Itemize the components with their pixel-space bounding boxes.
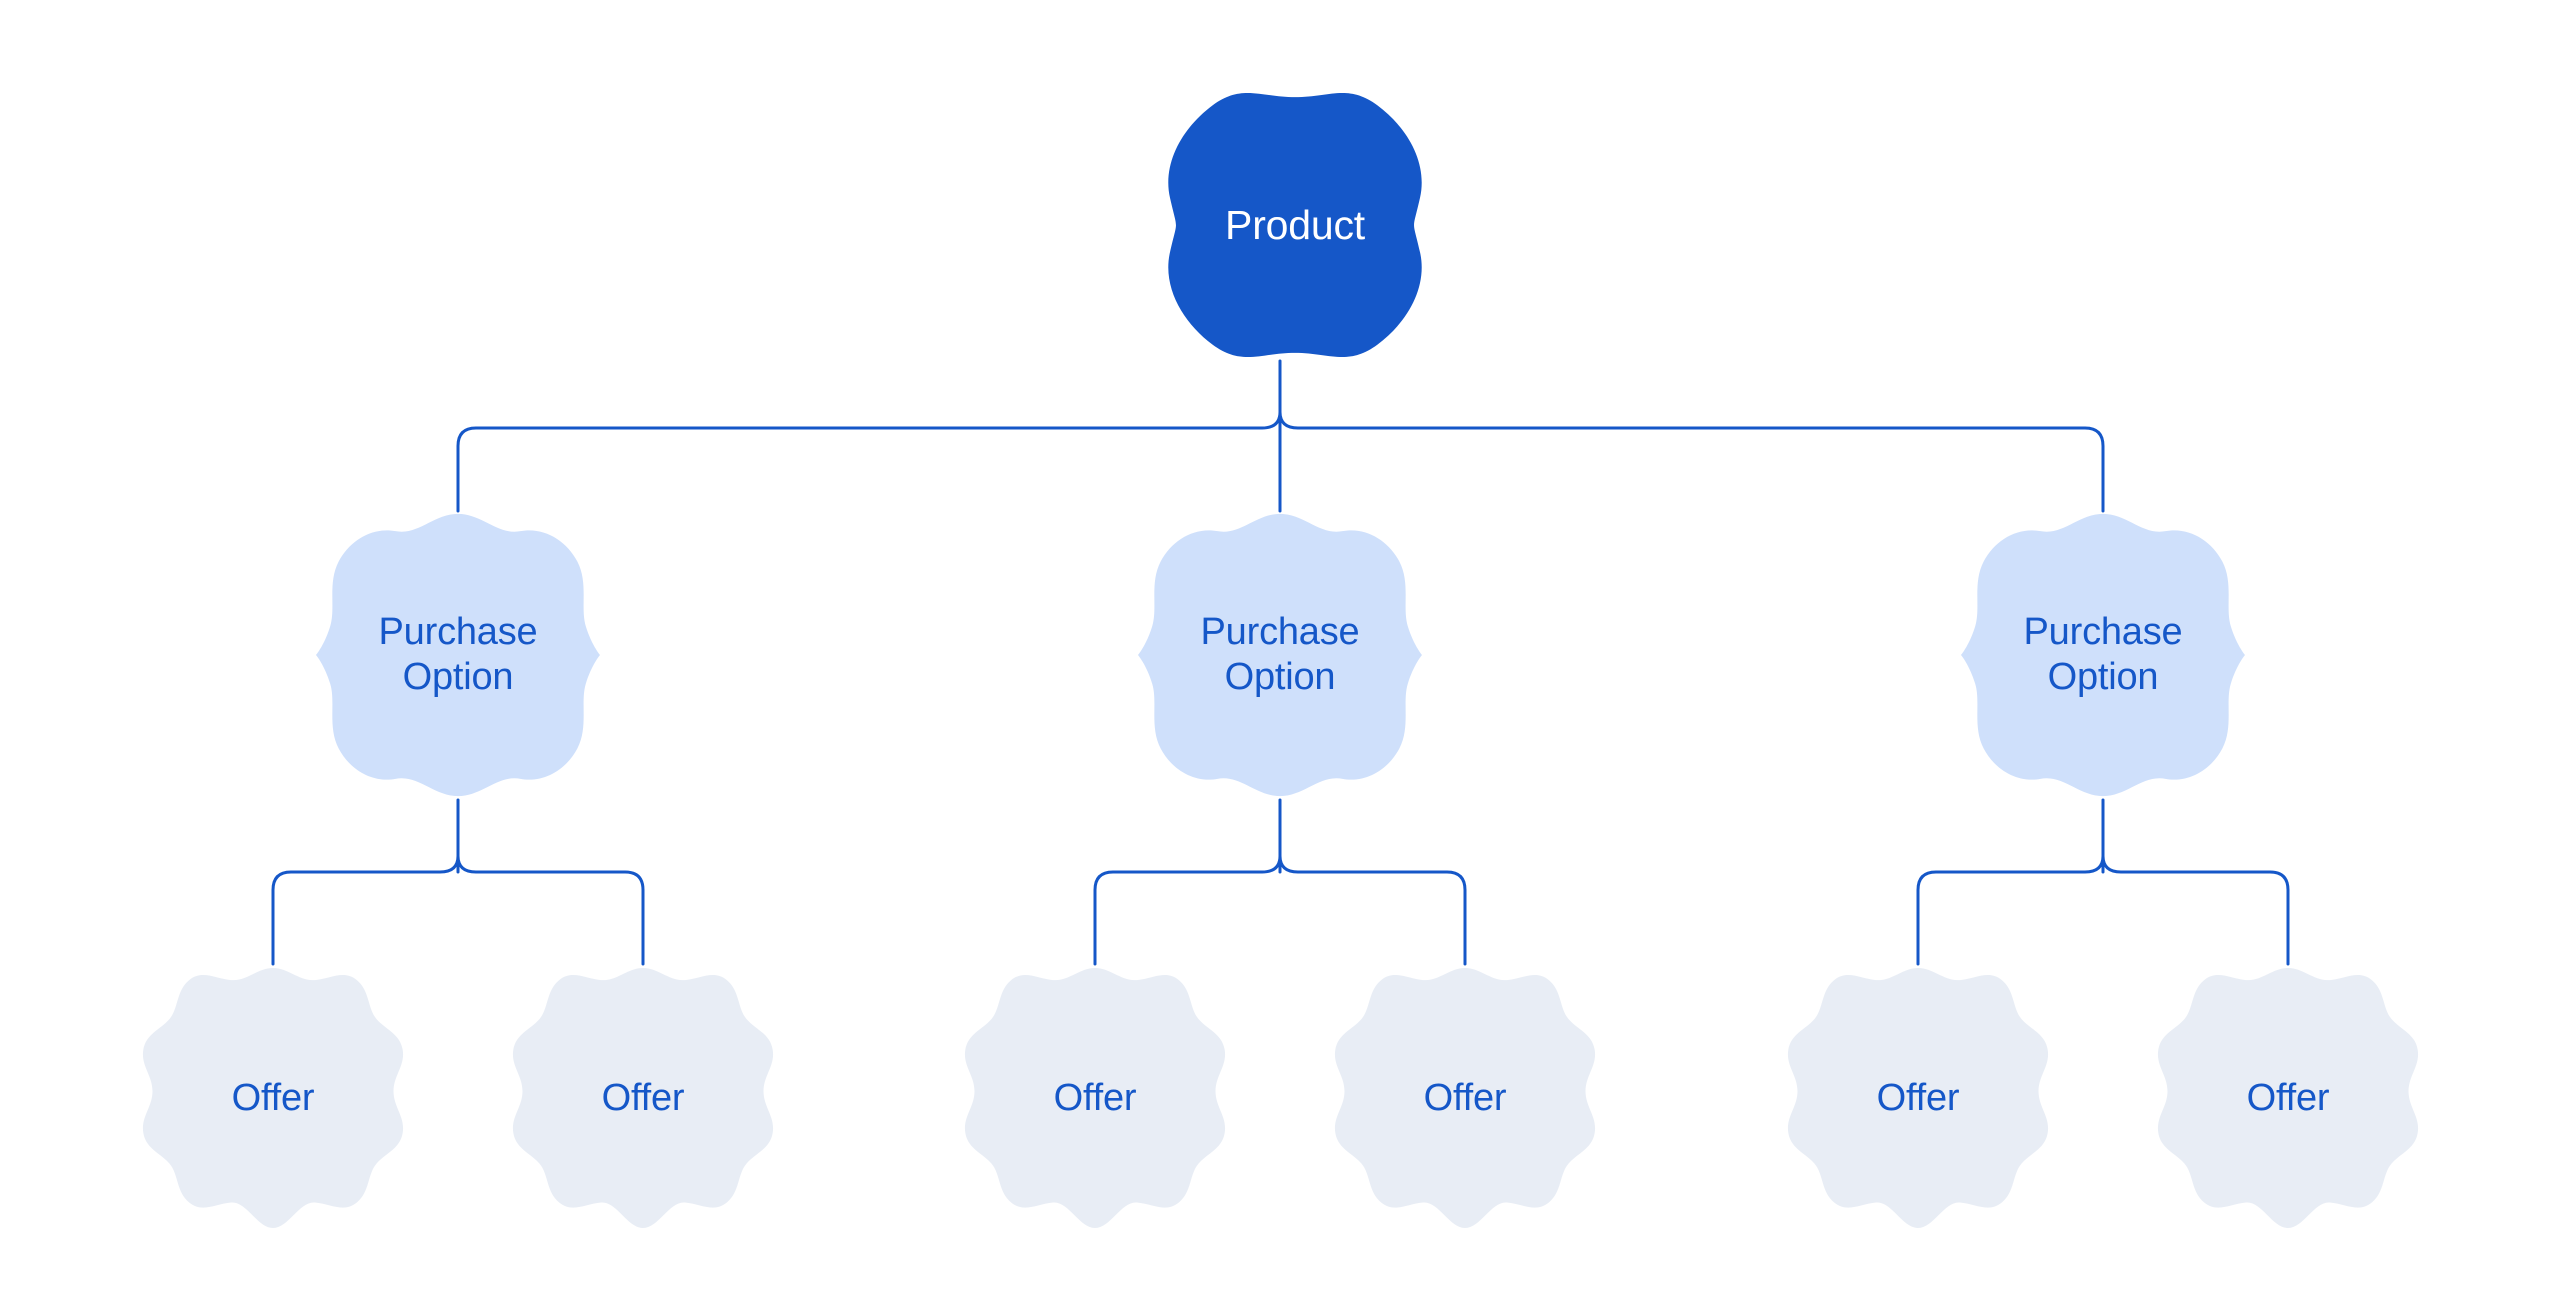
node-offer-4[interactable]: Offer — [1334, 964, 1596, 1232]
node-purchase-option-label: Purchase Option — [2023, 611, 2183, 698]
node-purchase-option-1[interactable]: Purchase Option — [316, 511, 600, 799]
connector-group-middle-bar — [1093, 854, 1467, 966]
offer-scallop-shape — [142, 968, 404, 1228]
purchase-option-flower-shape — [316, 513, 600, 797]
product-blob-shape — [1168, 92, 1422, 358]
node-product-label: Product — [1225, 201, 1365, 248]
node-purchase-option-3[interactable]: Purchase Option — [1961, 511, 2245, 799]
node-purchase-option-2[interactable]: Purchase Option — [1138, 511, 1422, 799]
node-product[interactable]: Product — [1162, 89, 1428, 361]
connector-group-right-bar — [1916, 854, 2290, 966]
node-offer-6[interactable]: Offer — [2157, 964, 2419, 1232]
offer-scallop-shape — [1334, 968, 1596, 1228]
connector-group-left-bar — [271, 854, 645, 966]
offer-scallop-shape — [2157, 968, 2419, 1228]
purchase-option-flower-shape — [1138, 513, 1422, 797]
offer-scallop-shape — [512, 968, 774, 1228]
node-offer-5[interactable]: Offer — [1787, 964, 2049, 1232]
offer-scallop-shape — [1787, 968, 2049, 1228]
node-purchase-option-label: Purchase Option — [1200, 611, 1360, 698]
node-offer-label: Offer — [1053, 1076, 1137, 1119]
node-offer-label: Offer — [2246, 1076, 2330, 1119]
node-offer-label: Offer — [601, 1076, 685, 1119]
offer-scallop-shape — [964, 968, 1226, 1228]
node-offer-3[interactable]: Offer — [964, 964, 1226, 1232]
node-offer-label: Offer — [1423, 1076, 1507, 1119]
purchase-option-flower-shape — [1961, 513, 2245, 797]
node-offer-label: Offer — [231, 1076, 315, 1119]
connector-level2-bar — [456, 410, 2105, 513]
node-purchase-option-label: Purchase Option — [378, 611, 538, 698]
node-offer-2[interactable]: Offer — [512, 964, 774, 1232]
node-offer-label: Offer — [1876, 1076, 1960, 1119]
node-offer-1[interactable]: Offer — [142, 964, 404, 1232]
